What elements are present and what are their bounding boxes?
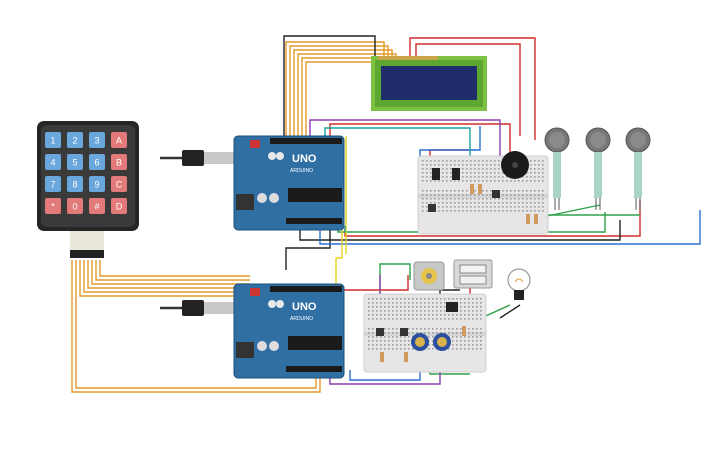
keypad-key-label: 6 (94, 158, 99, 168)
piezo-buzzer[interactable] (501, 151, 529, 179)
transistor (452, 168, 460, 180)
ground-wires (283, 35, 621, 319)
power-jack (236, 342, 254, 358)
force-sensor-2[interactable] (585, 127, 611, 210)
resistor (404, 352, 408, 362)
arduino-bottom-brand: ARDUINO (290, 316, 313, 322)
resistor (526, 214, 530, 224)
resistor (462, 326, 466, 336)
keypad-key-B[interactable]: B (111, 154, 127, 170)
potentiometer-2[interactable] (433, 333, 451, 351)
reset-button[interactable] (250, 140, 260, 148)
breadboard-bottom[interactable] (363, 293, 487, 373)
keypad-ribbon (70, 231, 104, 251)
lcd-screen (381, 66, 477, 100)
keypad-key-#[interactable]: # (89, 198, 105, 214)
pushbutton[interactable] (376, 328, 384, 336)
keypad-key-6[interactable]: 6 (89, 154, 105, 170)
keypad-4x4[interactable]: 1 2 3 A 4 5 6 B 7 8 9 C * 0 # D (37, 121, 139, 258)
keypad-key-label: 9 (94, 180, 99, 190)
force-sensor-1[interactable] (544, 127, 570, 210)
potentiometer-1[interactable] (411, 333, 429, 351)
usb-cables (160, 156, 182, 310)
arduino-top-logo: UNO (292, 153, 317, 165)
keypad-key-label: 2 (72, 136, 77, 146)
keypad-key-7[interactable]: 7 (45, 176, 61, 192)
keypad-key-label: 8 (72, 180, 77, 190)
pushbutton[interactable] (492, 190, 500, 198)
keypad-key-*[interactable]: * (45, 198, 61, 214)
transistor (432, 168, 440, 180)
keypad-key-label: 3 (94, 136, 99, 146)
usb-plug-bottom (182, 300, 234, 316)
keypad-keys: 1 2 3 A 4 5 6 B 7 8 9 C * 0 # D (45, 132, 127, 214)
lcd-16x2[interactable] (371, 56, 487, 111)
relay-chip (446, 302, 458, 312)
keypad-key-label: B (116, 158, 122, 168)
atmega-chip (288, 188, 342, 202)
keypad-key-3[interactable]: 3 (89, 132, 105, 148)
atmega-chip (288, 336, 342, 350)
slide-switch-module[interactable] (453, 259, 493, 289)
keypad-key-label: 0 (72, 202, 77, 212)
usb-plug-top (182, 150, 234, 166)
keypad-key-4[interactable]: 4 (45, 154, 61, 170)
reset-button[interactable] (250, 288, 260, 296)
pushbutton[interactable] (428, 204, 436, 212)
analog-header (286, 366, 342, 372)
lcd-pin-header (378, 56, 438, 60)
arduino-uno-bottom[interactable]: UNO ARDUINO (233, 283, 345, 379)
keypad-key-1[interactable]: 1 (45, 132, 61, 148)
keypad-key-9[interactable]: 9 (89, 176, 105, 192)
keypad-key-8[interactable]: 8 (67, 176, 83, 192)
keypad-connector (70, 250, 104, 258)
arduino-bottom-logo: UNO (292, 301, 317, 313)
arduino-top-brand: ARDUINO (290, 168, 313, 174)
keypad-key-label: # (94, 202, 99, 212)
resistor (380, 352, 384, 362)
keypad-ribbon-wires (71, 260, 321, 393)
pushbutton[interactable] (400, 328, 408, 336)
keypad-key-0[interactable]: 0 (67, 198, 83, 214)
keypad-key-label: A (116, 136, 122, 146)
keypad-key-label: D (116, 202, 123, 212)
force-sensor-3[interactable] (625, 127, 651, 210)
keypad-key-label: * (51, 202, 55, 212)
resistor (478, 184, 482, 194)
arduino-uno-top[interactable]: UNO ARDUINO (233, 135, 345, 231)
power-jack (236, 194, 254, 210)
keypad-key-D[interactable]: D (111, 198, 127, 214)
keypad-key-C[interactable]: C (111, 176, 127, 192)
keypad-key-label: 5 (72, 158, 77, 168)
dc-motor[interactable] (413, 261, 445, 291)
keypad-key-2[interactable]: 2 (67, 132, 83, 148)
keypad-key-5[interactable]: 5 (67, 154, 83, 170)
digital-header (270, 286, 342, 292)
keypad-key-A[interactable]: A (111, 132, 127, 148)
resistor (534, 214, 538, 224)
signal-wires-teal (324, 127, 471, 232)
digital-header (270, 138, 342, 144)
keypad-key-label: 7 (50, 180, 55, 190)
light-bulb[interactable] (507, 268, 531, 300)
resistor (470, 184, 474, 194)
keypad-key-label: 1 (50, 136, 55, 146)
keypad-key-label: 4 (50, 158, 55, 168)
analog-header (286, 218, 342, 224)
keypad-key-label: C (116, 180, 123, 190)
